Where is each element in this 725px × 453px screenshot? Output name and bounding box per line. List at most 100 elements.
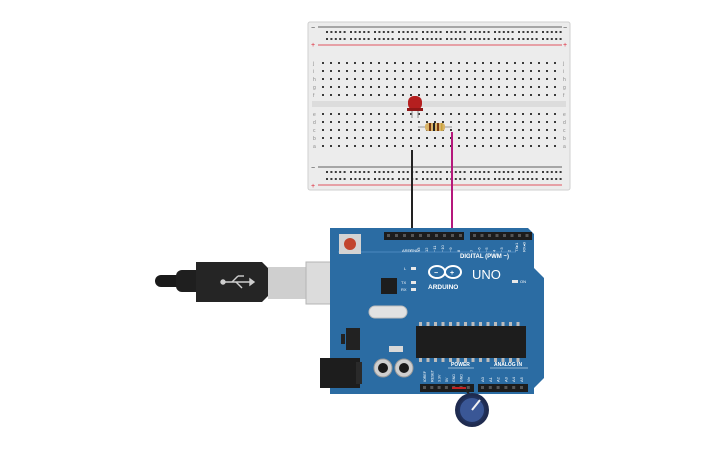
top-rail-hole[interactable] [334, 31, 337, 33]
terminal-hole[interactable] [402, 137, 404, 139]
terminal-hole[interactable] [466, 78, 468, 80]
bottom-rail-hole[interactable] [387, 178, 390, 180]
terminal-hole[interactable] [362, 70, 364, 72]
terminal-hole[interactable] [490, 78, 492, 80]
terminal-hole[interactable] [482, 94, 484, 96]
terminal-hole[interactable] [442, 137, 444, 139]
bottom-rail-hole[interactable] [550, 178, 553, 180]
terminal-hole[interactable] [378, 78, 380, 80]
terminal-hole[interactable] [514, 94, 516, 96]
top-rail-hole[interactable] [398, 38, 400, 40]
terminal-hole[interactable] [418, 94, 420, 96]
terminal-hole[interactable] [490, 145, 492, 147]
top-rail-hole[interactable] [463, 31, 466, 33]
terminal-hole[interactable] [458, 70, 460, 72]
top-rail-hole[interactable] [339, 31, 342, 33]
terminal-hole[interactable] [466, 121, 468, 123]
bottom-rail-hole[interactable] [330, 178, 333, 180]
top-rail-hole[interactable] [334, 38, 337, 40]
terminal-hole[interactable] [498, 86, 500, 88]
bottom-rail-hole[interactable] [555, 178, 558, 180]
bottom-rail-hole[interactable] [502, 178, 505, 180]
terminal-hole[interactable] [354, 86, 356, 88]
bottom-rail-hole[interactable] [339, 171, 342, 173]
bottom-rail-hole[interactable] [406, 171, 409, 173]
terminal-hole[interactable] [434, 94, 436, 96]
terminal-hole[interactable] [418, 78, 420, 80]
terminal-hole[interactable] [442, 121, 444, 123]
terminal-hole[interactable] [378, 113, 380, 115]
terminal-hole[interactable] [426, 121, 428, 123]
bottom-rail-hole[interactable] [511, 178, 514, 180]
terminal-hole[interactable] [322, 121, 324, 123]
terminal-hole[interactable] [546, 62, 548, 64]
terminal-hole[interactable] [434, 121, 436, 123]
terminal-hole[interactable] [370, 70, 372, 72]
top-rail-hole[interactable] [498, 31, 501, 33]
terminal-hole[interactable] [402, 86, 404, 88]
terminal-hole[interactable] [354, 113, 356, 115]
top-rail-hole[interactable] [354, 38, 357, 40]
top-rail-hole[interactable] [343, 38, 346, 40]
terminal-hole[interactable] [522, 137, 524, 139]
bottom-rail-hole[interactable] [339, 178, 342, 180]
top-rail-hole[interactable] [542, 38, 544, 40]
terminal-hole[interactable] [410, 86, 412, 88]
terminal-hole[interactable] [354, 62, 356, 64]
terminal-hole[interactable] [370, 145, 372, 147]
terminal-hole[interactable] [506, 78, 508, 80]
terminal-hole[interactable] [450, 70, 452, 72]
terminal-hole[interactable] [394, 62, 396, 64]
terminal-hole[interactable] [538, 70, 540, 72]
bottom-rail-hole[interactable] [518, 178, 520, 180]
terminal-hole[interactable] [426, 137, 428, 139]
terminal-hole[interactable] [474, 137, 476, 139]
terminal-hole[interactable] [482, 70, 484, 72]
terminal-hole[interactable] [530, 121, 532, 123]
terminal-hole[interactable] [394, 137, 396, 139]
terminal-hole[interactable] [450, 94, 452, 96]
top-rail-hole[interactable] [382, 31, 385, 33]
terminal-hole[interactable] [466, 113, 468, 115]
top-rail-hole[interactable] [470, 38, 472, 40]
top-rail-hole[interactable] [511, 38, 514, 40]
terminal-hole[interactable] [418, 70, 420, 72]
terminal-hole[interactable] [490, 86, 492, 88]
terminal-hole[interactable] [514, 70, 516, 72]
top-rail-hole[interactable] [430, 38, 433, 40]
terminal-hole[interactable] [546, 78, 548, 80]
terminal-hole[interactable] [482, 78, 484, 80]
terminal-hole[interactable] [522, 113, 524, 115]
terminal-hole[interactable] [322, 113, 324, 115]
terminal-hole[interactable] [370, 94, 372, 96]
top-rail-hole[interactable] [374, 31, 376, 33]
top-rail-hole[interactable] [350, 31, 352, 33]
bottom-rail-hole[interactable] [367, 178, 370, 180]
bottom-rail-hole[interactable] [415, 178, 418, 180]
bottom-rail-hole[interactable] [522, 178, 525, 180]
terminal-hole[interactable] [466, 70, 468, 72]
terminal-hole[interactable] [474, 121, 476, 123]
top-rail-hole[interactable] [387, 31, 390, 33]
terminal-hole[interactable] [386, 113, 388, 115]
terminal-hole[interactable] [346, 86, 348, 88]
terminal-hole[interactable] [402, 129, 404, 131]
terminal-hole[interactable] [330, 145, 332, 147]
terminal-hole[interactable] [442, 94, 444, 96]
terminal-hole[interactable] [554, 70, 556, 72]
top-rail-hole[interactable] [367, 38, 370, 40]
terminal-hole[interactable] [498, 62, 500, 64]
terminal-hole[interactable] [522, 86, 524, 88]
bottom-rail-hole[interactable] [367, 171, 370, 173]
terminal-hole[interactable] [338, 62, 340, 64]
red-led[interactable] [407, 96, 423, 118]
bottom-rail-hole[interactable] [487, 171, 490, 173]
terminal-hole[interactable] [394, 70, 396, 72]
terminal-hole[interactable] [322, 145, 324, 147]
terminal-hole[interactable] [362, 94, 364, 96]
bottom-rail-hole[interactable] [542, 171, 544, 173]
terminal-hole[interactable] [354, 145, 356, 147]
terminal-hole[interactable] [498, 113, 500, 115]
terminal-hole[interactable] [522, 129, 524, 131]
